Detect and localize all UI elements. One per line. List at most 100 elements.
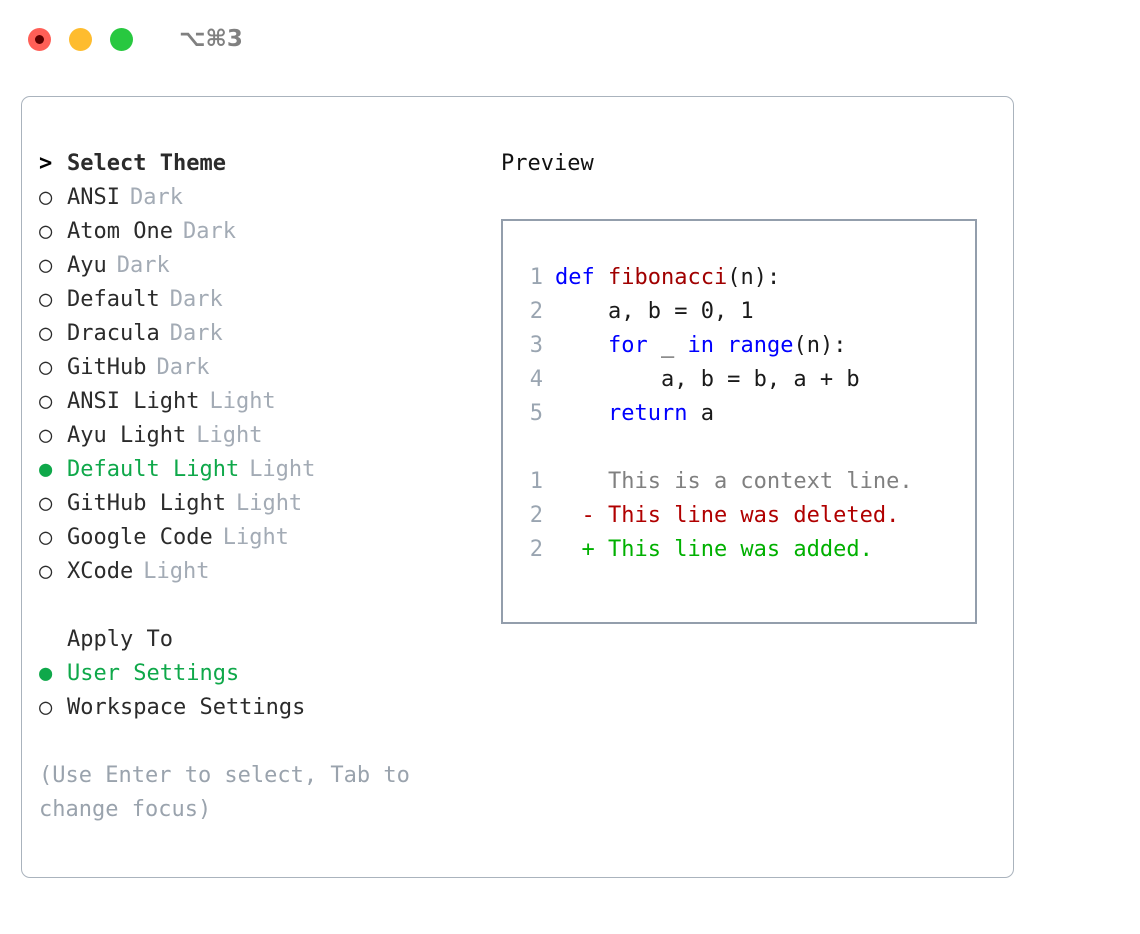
theme-category: Dark xyxy=(156,355,210,380)
traffic-light-buttons xyxy=(28,27,133,51)
theme-category: Light xyxy=(196,423,263,448)
preview-title: Preview xyxy=(501,151,594,176)
code-token: for xyxy=(607,333,648,358)
theme-category: Light xyxy=(235,491,303,516)
code-token: in xyxy=(687,333,714,358)
radio-selected-icon: ● xyxy=(39,661,53,686)
theme-name: Ayu xyxy=(67,253,107,278)
theme-list-item[interactable]: ○ GitHub Light Light xyxy=(39,487,489,521)
code-token xyxy=(555,333,608,358)
code-token: return xyxy=(607,401,688,426)
preview-spacer xyxy=(521,431,975,465)
theme-name: Dracula xyxy=(67,321,160,346)
radio-selected-icon: ● xyxy=(39,457,53,482)
radio-unselected-icon: ○ xyxy=(39,695,53,720)
code-line: 5 return a xyxy=(521,397,975,431)
theme-list-item[interactable]: ○ GitHub Dark xyxy=(39,351,489,385)
theme-name: GitHub Light xyxy=(67,491,226,516)
theme-name: Default xyxy=(67,287,160,312)
line-number: 3 xyxy=(529,333,543,358)
theme-name: Ayu Light xyxy=(67,423,187,448)
diff-sample: 1 This is a context line.2 - This line w… xyxy=(521,465,975,567)
theme-name: Google Code xyxy=(67,525,213,550)
apply-to-item[interactable]: ● User Settings xyxy=(39,657,489,691)
theme-category: Light xyxy=(143,559,210,584)
theme-category: Dark xyxy=(129,185,183,210)
radio-unselected-icon: ○ xyxy=(39,321,53,346)
code-token: a, b = b, a + b xyxy=(555,367,860,392)
apply-to-label: User Settings xyxy=(67,661,240,686)
line-number: 1 xyxy=(529,265,543,290)
theme-list-item[interactable]: ○ Ayu Dark xyxy=(39,249,489,283)
line-number: 2 xyxy=(529,537,543,562)
theme-category: Dark xyxy=(116,253,170,278)
theme-name: Default Light xyxy=(67,457,240,482)
apply-to-list: ● User Settings ○ Workspace Settings xyxy=(39,657,489,725)
close-button[interactable] xyxy=(28,27,51,51)
theme-name: GitHub xyxy=(67,355,147,380)
diff-line: 2 - This line was deleted. xyxy=(521,499,975,533)
maximize-button[interactable] xyxy=(110,27,133,51)
theme-name: XCode xyxy=(67,559,134,584)
code-line: 2 a, b = 0, 1 xyxy=(521,295,975,329)
code-token: _ xyxy=(647,333,688,358)
theme-list-item[interactable]: ○ Dracula Dark xyxy=(39,317,489,351)
radio-unselected-icon: ○ xyxy=(39,389,53,414)
code-token xyxy=(555,401,608,426)
code-token: range xyxy=(727,333,794,358)
minimize-button[interactable] xyxy=(69,27,92,51)
radio-unselected-icon: ○ xyxy=(39,219,53,244)
line-number: 1 xyxy=(529,469,543,494)
list-spacer xyxy=(39,589,489,623)
radio-unselected-icon: ○ xyxy=(39,287,53,312)
radio-unselected-icon: ○ xyxy=(39,355,53,380)
theme-category: Dark xyxy=(169,287,223,312)
code-token: a, b = 0, 1 xyxy=(555,299,754,324)
code-token: (n): xyxy=(793,333,847,358)
radio-unselected-icon: ○ xyxy=(39,491,53,516)
theme-name: Atom One xyxy=(67,219,173,244)
radio-unselected-icon: ○ xyxy=(39,423,53,448)
radio-unselected-icon: ○ xyxy=(39,525,53,550)
code-line: 3 for _ in range(n): xyxy=(521,329,975,363)
code-line: 4 a, b = b, a + b xyxy=(521,363,975,397)
theme-list-item[interactable]: ● Default Light Light xyxy=(39,453,489,487)
theme-name: ANSI xyxy=(67,185,120,210)
apply-to-header-label: Apply To xyxy=(67,627,173,652)
diff-text: + This line was added. xyxy=(555,537,873,562)
diff-line: 1 This is a context line. xyxy=(521,465,975,499)
theme-name: ANSI Light xyxy=(67,389,200,414)
diff-line: 2 + This line was added. xyxy=(521,533,975,567)
code-token: def xyxy=(555,265,608,290)
theme-list-item[interactable]: ○ Ayu Light Light xyxy=(39,419,489,453)
theme-list-header: > Select Theme xyxy=(39,147,489,181)
radio-unselected-icon: ○ xyxy=(39,253,53,278)
keyboard-hint: (Use Enter to select, Tab to change focu… xyxy=(39,763,410,822)
theme-category: Light xyxy=(209,389,276,414)
theme-list-item[interactable]: ○ Default Dark xyxy=(39,283,489,317)
code-token: (n): xyxy=(727,265,781,290)
diff-text: This is a context line. xyxy=(555,469,913,494)
apply-to-item[interactable]: ○ Workspace Settings xyxy=(39,691,489,725)
theme-category: Light xyxy=(249,457,316,482)
theme-list-item[interactable]: ○ XCode Light xyxy=(39,555,489,589)
line-number: 2 xyxy=(529,299,543,324)
apply-to-header: Apply To xyxy=(39,623,489,657)
title-bar: ⌥⌘3 xyxy=(0,0,1140,78)
diff-text: - This line was deleted. xyxy=(555,503,900,528)
code-token xyxy=(714,333,727,358)
apply-to-label: Workspace Settings xyxy=(67,695,306,720)
radio-unselected-icon: ○ xyxy=(39,559,53,584)
theme-list-item[interactable]: ○ ANSI Light Light xyxy=(39,385,489,419)
theme-category: Dark xyxy=(169,321,223,346)
